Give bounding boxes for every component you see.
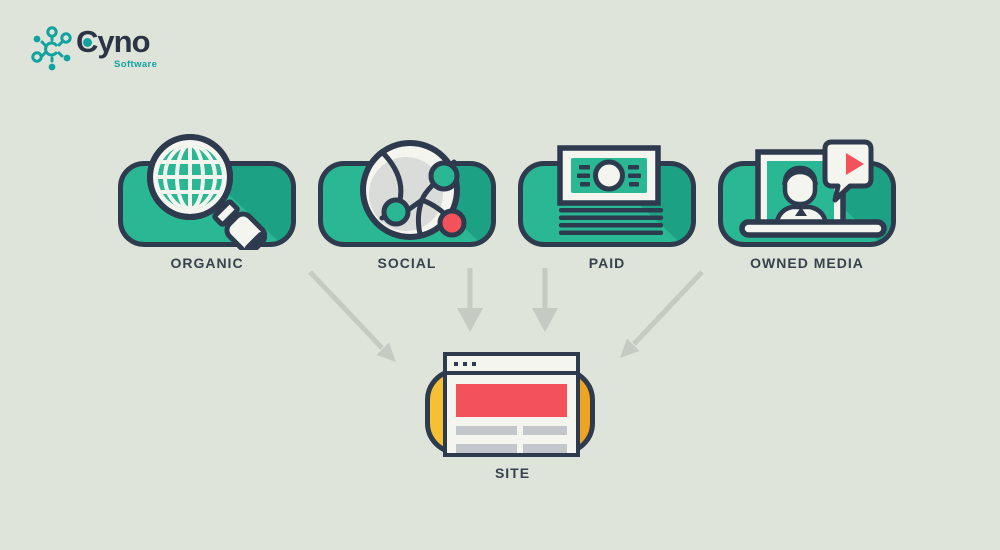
laptop-video-icon: [739, 139, 887, 238]
hero-banner-placeholder: [456, 384, 567, 417]
cash-icon: [557, 145, 663, 235]
arrow-head-paid: [532, 308, 558, 332]
presenter-silhouette: [774, 165, 828, 222]
text-bar: [523, 426, 567, 435]
text-bar: [523, 444, 567, 453]
channel-social: SOCIAL: [318, 120, 496, 285]
channel-owned-media: OWNED MEDIA: [718, 120, 896, 285]
window-dot-icon: [472, 361, 476, 366]
site-label: SITE: [494, 465, 531, 481]
network-sphere-icon: [360, 140, 467, 240]
channel-label-owned-media: OWNED MEDIA: [750, 255, 864, 271]
window-dot-icon: [463, 361, 467, 366]
brand-rest: yno: [97, 24, 150, 59]
globe-magnifier-icon: [147, 134, 267, 250]
arrow-head-owned-media: [620, 338, 640, 358]
arrow-head-social: [457, 308, 483, 332]
browser-content: [447, 375, 576, 453]
text-bar: [456, 426, 518, 435]
text-row-placeholder: [456, 444, 567, 453]
arrow-head-organic: [376, 342, 396, 362]
site-destination: SITE: [420, 345, 605, 490]
flow-arrows: [308, 268, 704, 362]
browser-window-icon: [443, 352, 580, 457]
channel-organic: ORGANIC: [118, 120, 296, 285]
text-row-placeholder: [456, 426, 567, 435]
brand-name: Cyno: [76, 24, 151, 59]
browser-titlebar: [447, 356, 576, 375]
channel-paid: PAID: [518, 120, 696, 285]
brand-initial: C: [76, 24, 98, 59]
channel-label-organic: ORGANIC: [170, 255, 244, 271]
molecule-logo-icon: [31, 26, 72, 71]
channel-label-paid: PAID: [588, 255, 626, 271]
brand-subtitle: Software: [114, 59, 158, 70]
channel-label-social: SOCIAL: [377, 255, 437, 271]
window-dot-icon: [454, 361, 458, 366]
text-bar: [456, 444, 518, 453]
play-icon: [846, 153, 864, 175]
brand-logo: Cyno Software: [30, 24, 200, 80]
